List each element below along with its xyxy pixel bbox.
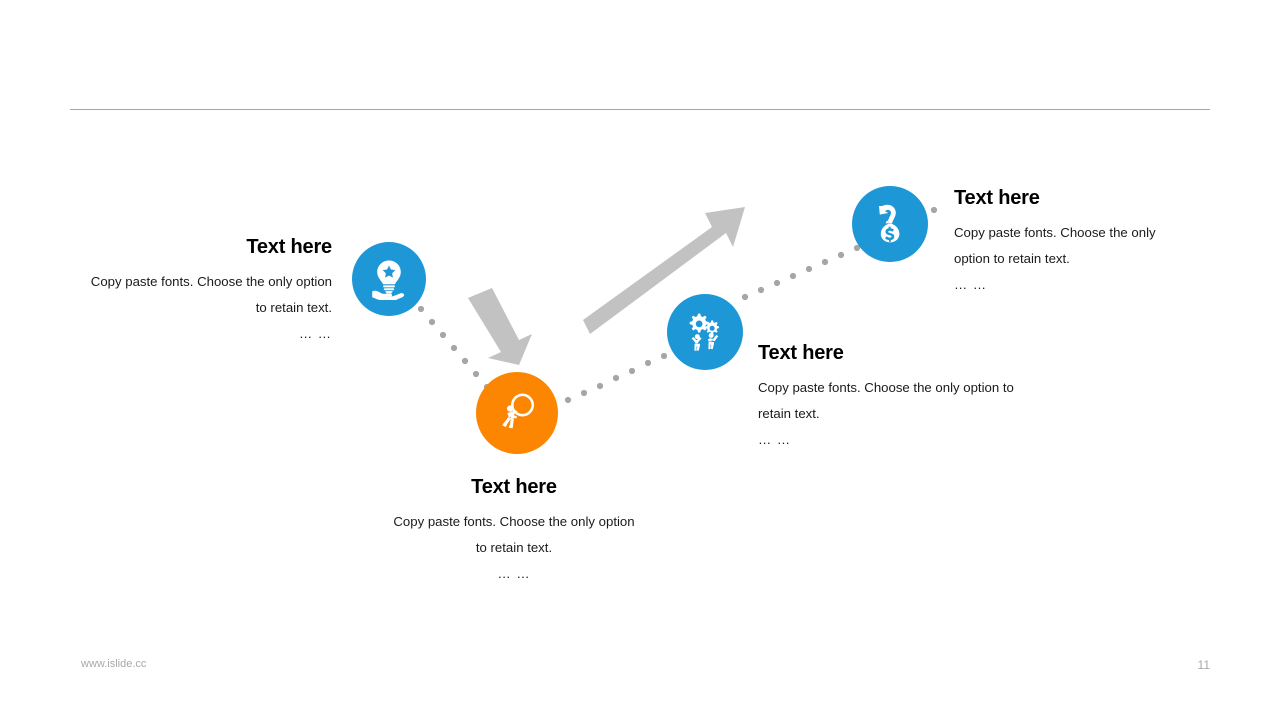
text-block-3: Text here Copy paste fonts. Choose the o…: [758, 342, 1050, 453]
block-4-dots: … …: [954, 277, 988, 292]
arrow-down-right: [468, 288, 532, 365]
step-node-4[interactable]: [852, 186, 928, 262]
lightbulb-on-hand-icon: [370, 258, 408, 300]
gears-teamwork-icon: [685, 312, 725, 352]
block-1-dots: … …: [298, 326, 332, 341]
footer-watermark-url: www.islide.cc: [81, 658, 147, 670]
hand-money-bag-icon: [872, 203, 908, 245]
block-3-title: Text here: [758, 342, 844, 364]
header-divider: [70, 109, 1210, 110]
person-pushing-circle-icon: [497, 392, 537, 434]
block-3-body: Copy paste fonts. Choose the only option…: [758, 380, 1014, 421]
block-1-body: Copy paste fonts. Choose the only option…: [90, 274, 332, 315]
step-node-2[interactable]: [476, 372, 558, 454]
dotted-connector-1-2: [417, 305, 491, 391]
step-node-3[interactable]: [667, 294, 743, 370]
dotted-connector-tail: [930, 206, 938, 214]
dotted-connector-3-4: [741, 244, 861, 301]
text-block-1: Text here Copy paste fonts. Choose the o…: [90, 236, 332, 347]
text-block-2: Text here Copy paste fonts. Choose the o…: [390, 476, 638, 587]
step-node-1[interactable]: [352, 242, 426, 316]
block-3-dots: … …: [758, 432, 792, 447]
block-2-dots: … …: [497, 566, 531, 581]
block-2-title: Text here: [471, 476, 557, 498]
text-block-4: Text here Copy paste fonts. Choose the o…: [954, 187, 1190, 298]
block-4-title: Text here: [954, 187, 1040, 209]
block-2-body: Copy paste fonts. Choose the only option…: [393, 514, 635, 555]
block-1-title: Text here: [246, 236, 332, 258]
footer-page-number: 11: [1197, 658, 1210, 672]
block-4-body: Copy paste fonts. Choose the only option…: [954, 225, 1156, 266]
dotted-connector-2-3: [564, 352, 668, 404]
